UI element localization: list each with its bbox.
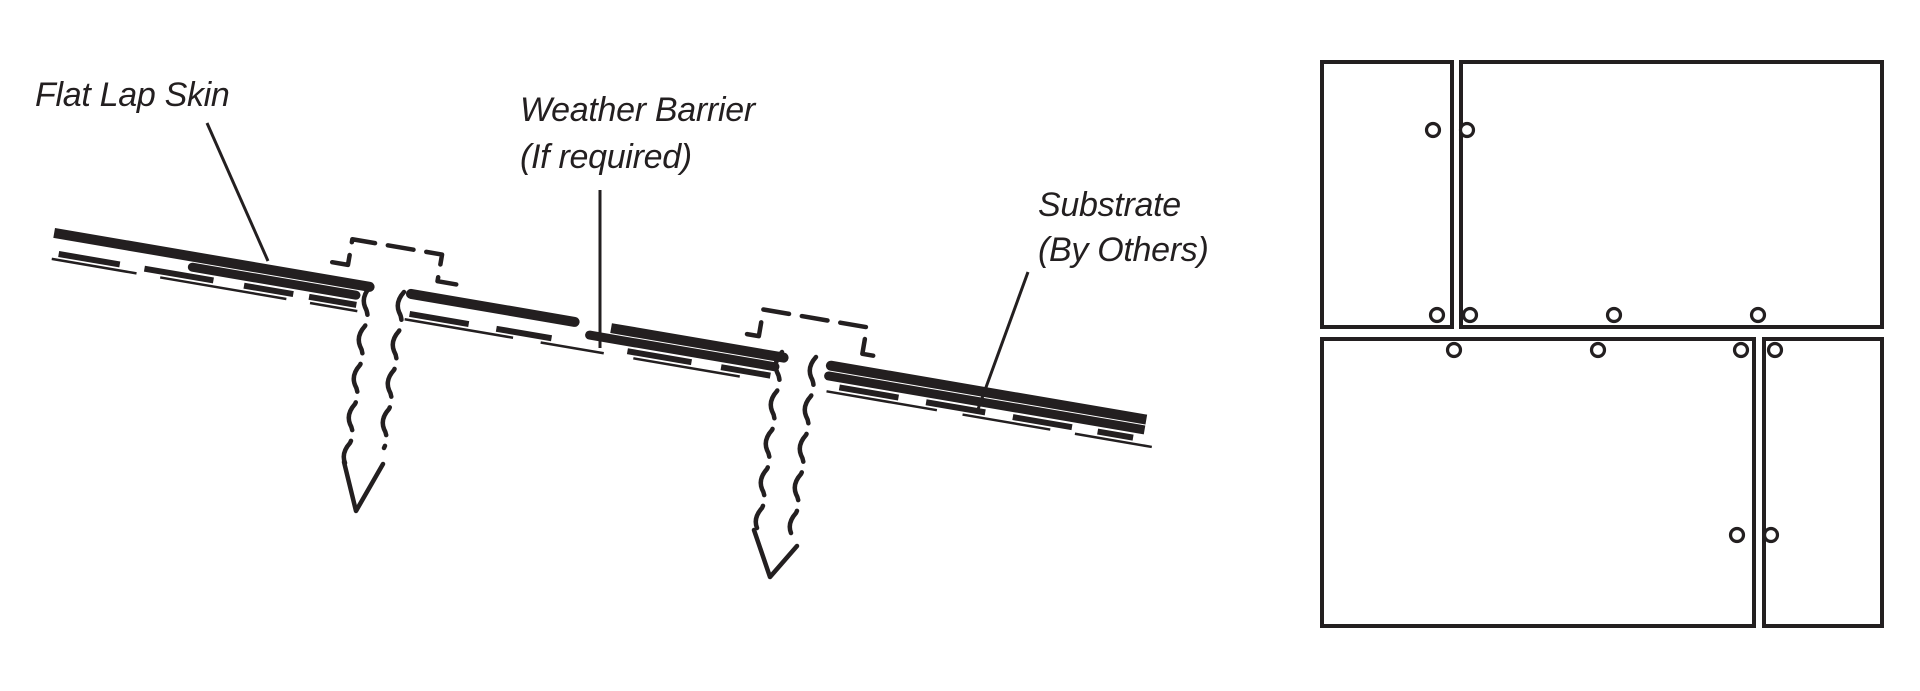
label-weather-barrier-line1: Weather Barrier [520,91,757,129]
clip-profile-2 [744,307,877,359]
panel-rect-4 [1762,337,1884,628]
screw-2-left-thread [753,349,785,531]
fastener-hole-6 [1749,306,1767,324]
weather-barrier-line [58,251,1134,441]
panel-rect-1 [1320,60,1454,329]
label-substrate-line2: (By Others) [1038,231,1209,269]
screw-1-left-thread [341,284,373,466]
panel-skin-d-underlap-right [824,371,1146,435]
panel-skin-c-right [825,360,1148,425]
panel-skin-c-left [610,323,789,363]
panel-skin-b-underlap [187,262,361,300]
fastener-hole-8 [1589,341,1607,359]
panel-skin-d-underlap-left [585,330,780,372]
substrate-line [51,257,1153,449]
clip-profile-1 [329,237,459,287]
fastener-hole-12 [1762,526,1780,544]
fastener-screw-1 [341,284,407,514]
panel-assembly [51,228,1153,449]
leader-line-substrate [975,271,1030,413]
label-flat-lap-skin: Flat Lap Skin [35,76,230,114]
panel-skin-b [405,288,580,327]
screw-1-right-thread [380,289,407,451]
label-substrate-line1: Substrate [1038,186,1181,224]
screw-2-tip [751,527,800,580]
screw-2-right-thread [787,354,819,536]
panel-rect-3 [1320,337,1756,628]
fastener-hole-11 [1728,526,1746,544]
screw-1-tip [341,459,386,514]
fastener-hole-4 [1461,306,1479,324]
fastener-hole-1 [1424,121,1442,139]
fastener-hole-5 [1605,306,1623,324]
leader-line-flat-lap-skin [205,122,270,262]
fastener-hole-9 [1732,341,1750,359]
panel-elevation-diagram [1320,60,1884,628]
fastener-hole-2 [1458,121,1476,139]
fastener-hole-3 [1428,306,1446,324]
panel-rect-2 [1459,60,1884,329]
flat-lap-section-detail: Flat Lap Skin Weather Barrier (If requir… [35,76,1209,580]
panel-skin-a [53,228,375,292]
fastener-hole-10 [1766,341,1784,359]
fastener-hole-7 [1445,341,1463,359]
fastener-screw-2 [751,349,819,580]
label-weather-barrier-line2: (If required) [520,138,692,176]
